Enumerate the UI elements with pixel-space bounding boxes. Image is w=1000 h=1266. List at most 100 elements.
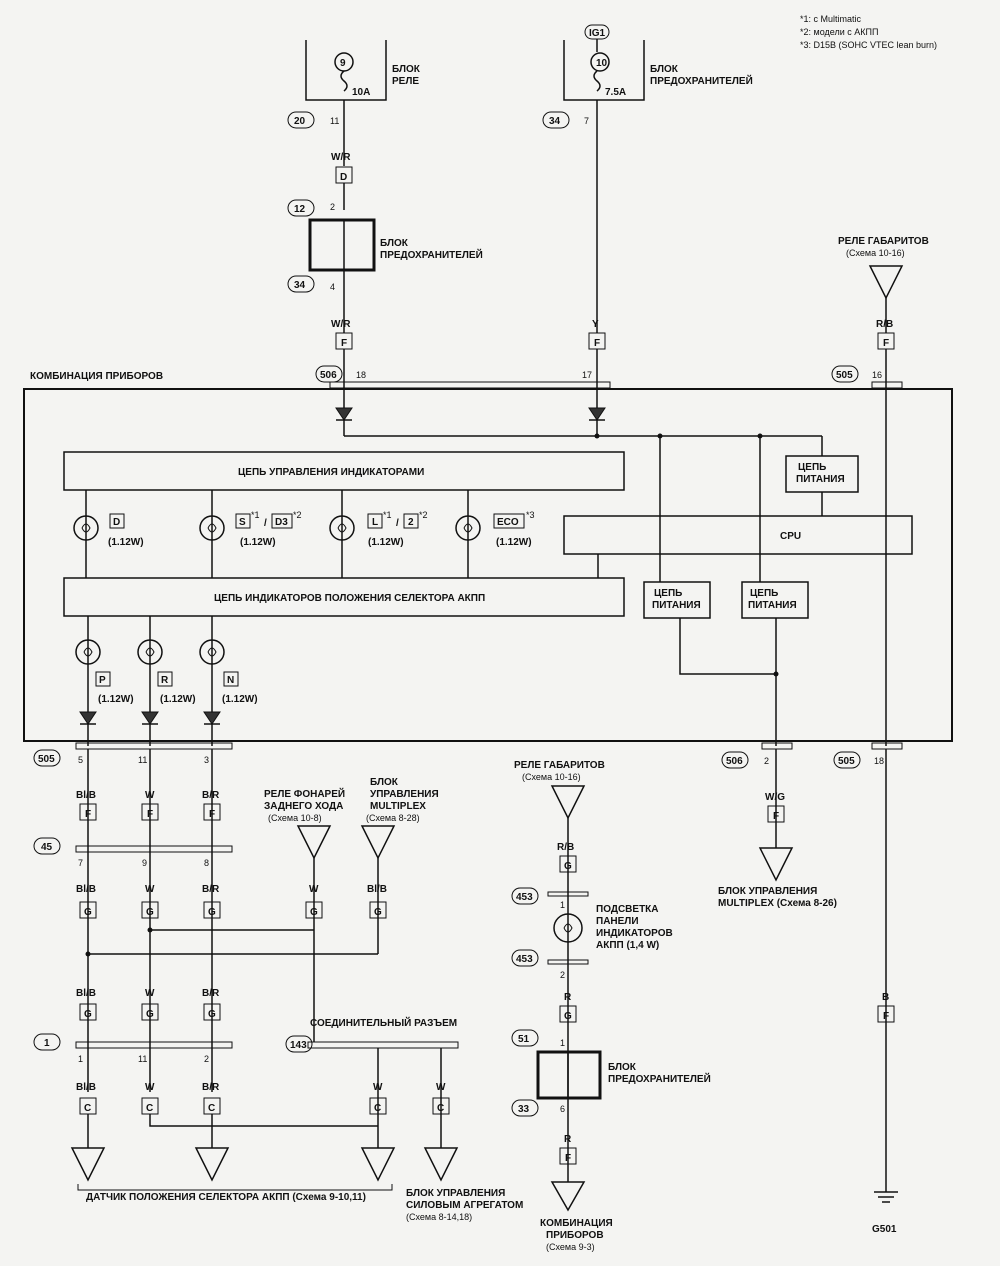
conn-g-mid-2: G — [564, 1011, 572, 1022]
multiplex-arrow — [758, 847, 794, 882]
note-1: *1: с Multimatic — [800, 14, 862, 24]
conn-f-3-label: F — [883, 338, 889, 349]
selector-position-circuit — [63, 577, 625, 617]
conn-f-p: F — [85, 809, 91, 820]
fuse-top-rating: 7.5A — [605, 87, 626, 98]
sensor-arrow-1 — [70, 1147, 106, 1182]
indicator-eco-mark: *3 — [526, 510, 535, 520]
fuse-block-low — [536, 1050, 602, 1100]
wire-blb-2: Bl/B — [76, 884, 96, 895]
pin-9: 9 — [142, 858, 147, 868]
blok-multiplex-1: БЛОК — [370, 777, 399, 788]
conn-12-label: 12 — [294, 204, 306, 215]
pin-18-top: 18 — [356, 370, 366, 380]
conn-g-2: G — [146, 907, 154, 918]
conn-453-a — [511, 887, 539, 905]
conn-20 — [287, 111, 315, 129]
indicator-r-watt: (1.12W) — [160, 694, 196, 705]
rele-gabaritov-mid-1: РЕЛЕ ГАБАРИТОВ — [514, 760, 605, 771]
blok-multiplex-arrow — [360, 825, 396, 860]
rele-gabaritov-mid-2: (Схема 10-16) — [522, 772, 581, 782]
wires-column-left — [87, 749, 213, 1092]
relay-block-label-1: БЛОК — [392, 64, 421, 75]
ground-label: G501 — [872, 1224, 897, 1235]
conn-45 — [33, 837, 61, 855]
cpu-label: CPU — [780, 531, 801, 542]
fuse-block-top: IG1 10 7.5A БЛОК ПРЕДОХРАНИТЕЛЕЙ — [563, 24, 753, 101]
wire-b: B — [882, 992, 889, 1003]
wire-br-4: B/R — [202, 1082, 220, 1093]
indicator-eco: ECO — [497, 517, 519, 528]
conn-f-b: F — [883, 1011, 889, 1022]
conn-g-mid-1: G — [564, 861, 572, 872]
conn-f-1-label: F — [341, 338, 347, 349]
cluster-ref-1: КОМБИНАЦИЯ — [540, 1218, 613, 1229]
rele-fonarei-2: ЗАДНЕГО ХОДА — [264, 801, 343, 812]
power-circuit-3-label-1: ЦЕПЬ — [750, 588, 778, 599]
indicator-d3: D3 — [275, 517, 288, 528]
note-3: *3: D15B (SOHC VTEC lean burn) — [800, 40, 937, 50]
rele-gabaritov-mid-arrow — [550, 785, 586, 820]
conn-505-top-label: 505 — [836, 370, 853, 381]
selector-position-circuit-label: ЦЕПЬ ИНДИКАТОРОВ ПОЛОЖЕНИЯ СЕЛЕКТОРА АКП… — [214, 593, 485, 604]
wire-y: Y — [592, 319, 599, 330]
wire-blb-4: Bl/B — [76, 1082, 96, 1093]
conn-33-label: 33 — [518, 1104, 530, 1115]
conn-51-label: 51 — [518, 1034, 530, 1045]
indicator-control-circuit — [63, 451, 625, 491]
cluster-ref-arrow — [550, 1181, 586, 1212]
relay-block: 9 10A БЛОК РЕЛЕ — [305, 40, 421, 101]
indicator-eco-watt: (1.12W) — [496, 537, 532, 548]
conn-505-bottom — [33, 749, 61, 767]
indicator-s-mark: *1 — [251, 510, 260, 520]
indicator-r: R — [161, 675, 169, 686]
fuse-mid-pin-bottom: 4 — [330, 282, 335, 292]
multiplex-right-2: MULTIPLEX (Схема 8-26) — [718, 898, 837, 909]
conn-45-label: 45 — [41, 842, 53, 853]
indicator-lamps: D (1.12W) S *1 / D3 *2 (1.12W) L *1 / 2 … — [73, 490, 535, 578]
backlight-4: АКПП (1,4 W) — [596, 940, 659, 951]
ig1-label: IG1 — [589, 28, 606, 39]
fuse-low-pin-1: 1 — [560, 1038, 565, 1048]
wire-wg: W/G — [765, 792, 785, 803]
wire-blb-mpx: Bl/B — [367, 884, 387, 895]
conn-453-b-label: 453 — [516, 954, 533, 965]
power-circuit-2-label-1: ЦЕПЬ — [654, 588, 682, 599]
conn-f-wg: F — [773, 811, 779, 822]
indicator-control-circuit-label: ЦЕПЬ УПРАВЛЕНИЯ ИНДИКАТОРАМИ — [238, 467, 424, 478]
conn-1-label: 1 — [44, 1038, 50, 1049]
connector-joint-label: СОЕДИНИТЕЛЬНЫЙ РАЗЪЕМ — [310, 1016, 457, 1029]
wire-wr-2: W/R — [331, 319, 351, 330]
pin-16-top: 16 — [872, 370, 882, 380]
rele-gabaritov-right-arrow — [868, 265, 904, 300]
pin-2: 2 — [204, 1054, 209, 1064]
rele-gabaritov-right-1: РЕЛЕ ГАБАРИТОВ — [838, 236, 929, 247]
rele-fonarei-arrow — [296, 825, 332, 860]
fuse-mid-label-1: БЛОК — [380, 238, 409, 249]
conn-505-right-label: 505 — [838, 756, 855, 767]
conn-34-mid-label: 34 — [294, 280, 306, 291]
wire-r-mid: R — [564, 992, 572, 1003]
instrument-cluster-box — [23, 388, 953, 742]
wire-w-4: W — [145, 1082, 155, 1093]
wire-wr-1: W/R — [331, 152, 351, 163]
relay-fuse-rating: 10A — [352, 87, 370, 98]
backlight-1: ПОДСВЕТКА — [596, 904, 659, 915]
conn-506-bottom-label: 506 — [726, 756, 743, 767]
conn-506-bottom — [721, 751, 749, 769]
fuse-mid-label-2: ПРЕДОХРАНИТЕЛЕЙ — [380, 248, 483, 261]
fuse-top-label-2: ПРЕДОХРАНИТЕЛЕЙ — [650, 74, 753, 87]
conn-c-4: C — [374, 1103, 381, 1114]
conn-34-top-label: 34 — [549, 116, 561, 127]
conn-g-8: G — [208, 1009, 216, 1020]
conn-f-n: F — [209, 809, 215, 820]
sensor-arrow-3 — [360, 1147, 396, 1182]
fuse-top-number: 10 — [596, 58, 608, 69]
power-unit-2: СИЛОВЫМ АГРЕГАТОМ — [406, 1200, 523, 1211]
backlight-pin-1: 1 — [560, 900, 565, 910]
power-unit-arrow — [423, 1147, 459, 1182]
conn-143 — [285, 1035, 313, 1053]
conn-12 — [287, 199, 315, 217]
conn-d: D — [340, 172, 347, 183]
